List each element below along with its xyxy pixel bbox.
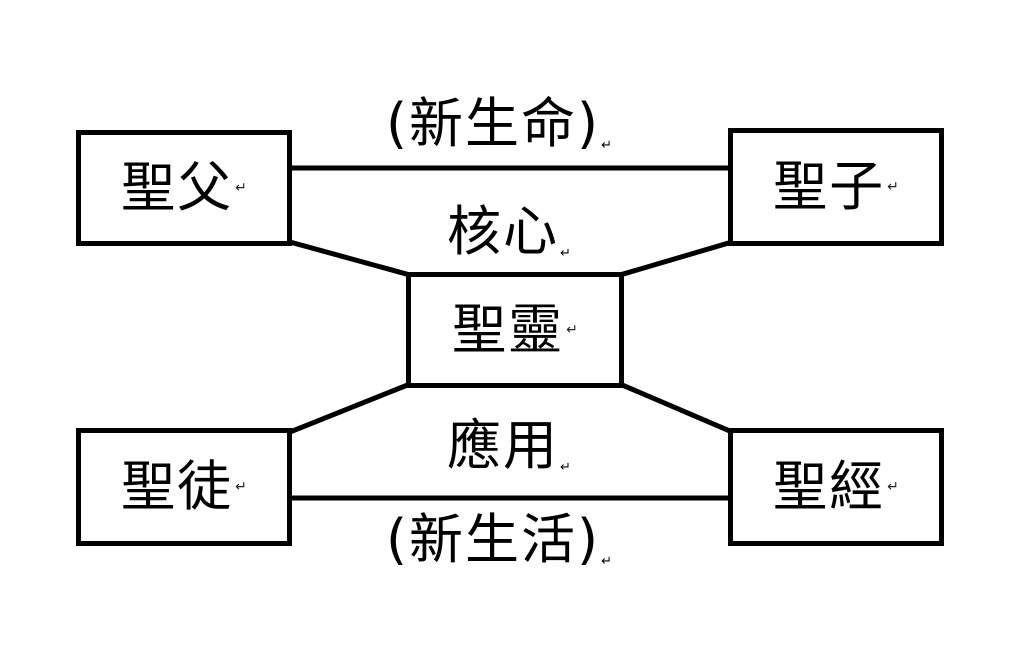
box-saints: 聖徒 ↵ bbox=[76, 428, 292, 546]
box-father: 聖父 ↵ bbox=[76, 130, 292, 246]
line-son-spirit bbox=[616, 238, 736, 279]
label-application: 應用 ↵ bbox=[420, 414, 600, 478]
paragraph-mark-icon: ↵ bbox=[235, 180, 247, 196]
label-core-text: 核心 bbox=[447, 200, 560, 263]
box-father-label: 聖父 bbox=[121, 156, 234, 219]
line-spirit-scripture bbox=[616, 380, 736, 436]
paragraph-mark-icon: ↵ bbox=[887, 179, 899, 195]
label-new-living-text: (新生活) bbox=[385, 508, 601, 571]
paragraph-mark-icon: ↵ bbox=[601, 138, 615, 153]
box-saints-label: 聖徒 bbox=[121, 455, 234, 518]
box-holy-spirit-label: 聖靈 bbox=[452, 298, 565, 361]
line-father-spirit bbox=[286, 238, 414, 279]
label-new-life-text: (新生命) bbox=[385, 92, 601, 155]
paragraph-mark-icon: ↵ bbox=[235, 479, 247, 495]
label-new-life: (新生命) ↵ bbox=[360, 92, 640, 156]
paragraph-mark-icon: ↵ bbox=[560, 460, 573, 475]
box-scripture-label: 聖經 bbox=[773, 455, 886, 518]
box-son-label: 聖子 bbox=[773, 155, 886, 218]
paragraph-mark-icon: ↵ bbox=[601, 554, 615, 569]
box-scripture: 聖經 ↵ bbox=[728, 428, 944, 546]
line-spirit-saints bbox=[286, 380, 414, 436]
box-holy-spirit: 聖靈 ↵ bbox=[406, 272, 624, 388]
box-son: 聖子 ↵ bbox=[728, 128, 944, 246]
label-application-text: 應用 bbox=[447, 414, 560, 477]
paragraph-mark-icon: ↵ bbox=[887, 479, 899, 495]
label-new-living: (新生活) ↵ bbox=[360, 508, 640, 572]
paragraph-mark-icon: ↵ bbox=[560, 246, 573, 261]
label-core: 核心 ↵ bbox=[420, 200, 600, 264]
paragraph-mark-icon: ↵ bbox=[566, 322, 578, 338]
